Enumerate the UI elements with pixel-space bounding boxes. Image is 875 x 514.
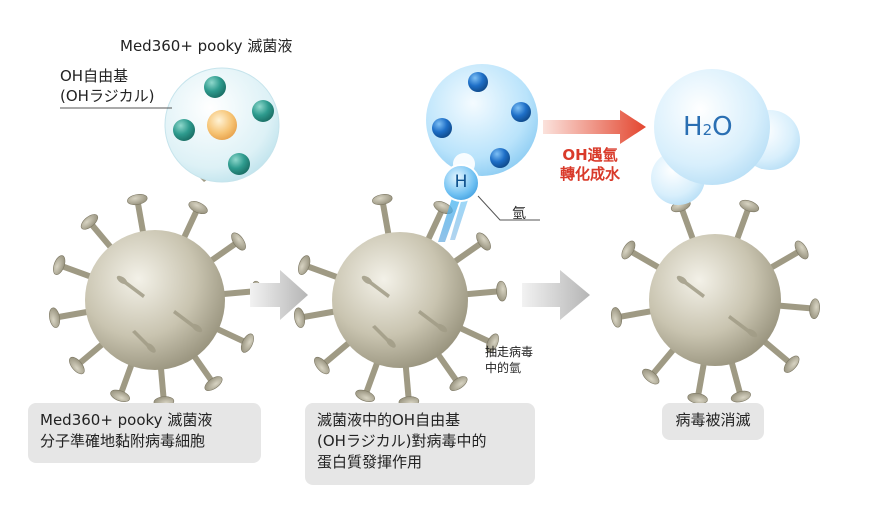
reaction-line2: 轉化成水: [540, 165, 640, 184]
caption-step2-line2: (OHラジカル)對病毒中的: [317, 431, 523, 452]
step-arrow-2: [522, 270, 590, 320]
reaction-label: OH遇氫 轉化成水: [540, 146, 640, 184]
hydrogen-symbol: H: [452, 172, 470, 192]
hydrogen-label: 氫: [512, 203, 526, 223]
extract-label: 抽走病毒 中的氫: [485, 344, 533, 376]
caption-step2-line3: 蛋白質發揮作用: [317, 452, 523, 473]
virus-3-body: [649, 234, 781, 366]
water-h: H: [683, 112, 703, 142]
extract-line2: 中的氫: [485, 360, 533, 376]
caption-step2-line1: 滅菌液中的OH自由基: [317, 410, 523, 431]
caption-step1: Med360+ pooky 滅菌液 分子準確地黏附病毒細胞: [28, 403, 261, 463]
water-subscript: 2: [703, 121, 713, 139]
virus-3: [610, 198, 821, 405]
oh-radical-molecule: [165, 68, 279, 182]
hydrogen-label-leader: [478, 196, 540, 220]
caption-step1-line1: Med360+ pooky 滅菌液: [40, 410, 249, 431]
caption-step2: 滅菌液中的OH自由基 (OHラジカル)對病毒中的 蛋白質發揮作用: [305, 403, 535, 485]
virus-2: [293, 193, 508, 408]
virus-2-body: [332, 232, 468, 368]
caption-step3-line1: 病毒被消滅: [674, 410, 752, 431]
water-formula: H2O: [683, 112, 733, 142]
caption-step3: 病毒被消滅: [662, 403, 764, 440]
product-title: Med360+ pooky 滅菌液: [120, 35, 292, 56]
virus-1: [48, 193, 263, 408]
reaction-arrow: [543, 110, 646, 144]
reaction-line1: OH遇氫: [540, 146, 640, 165]
oh-radical-label: OH自由基 (OHラジカル): [60, 66, 155, 106]
caption-step1-line2: 分子準確地黏附病毒細胞: [40, 431, 249, 452]
oxygen-atom: [207, 110, 237, 140]
water-o: O: [712, 112, 732, 142]
extract-line1: 抽走病毒: [485, 344, 533, 360]
oh-label-line2: (OHラジカル): [60, 86, 155, 106]
oh-label-line1: OH自由基: [60, 66, 155, 86]
